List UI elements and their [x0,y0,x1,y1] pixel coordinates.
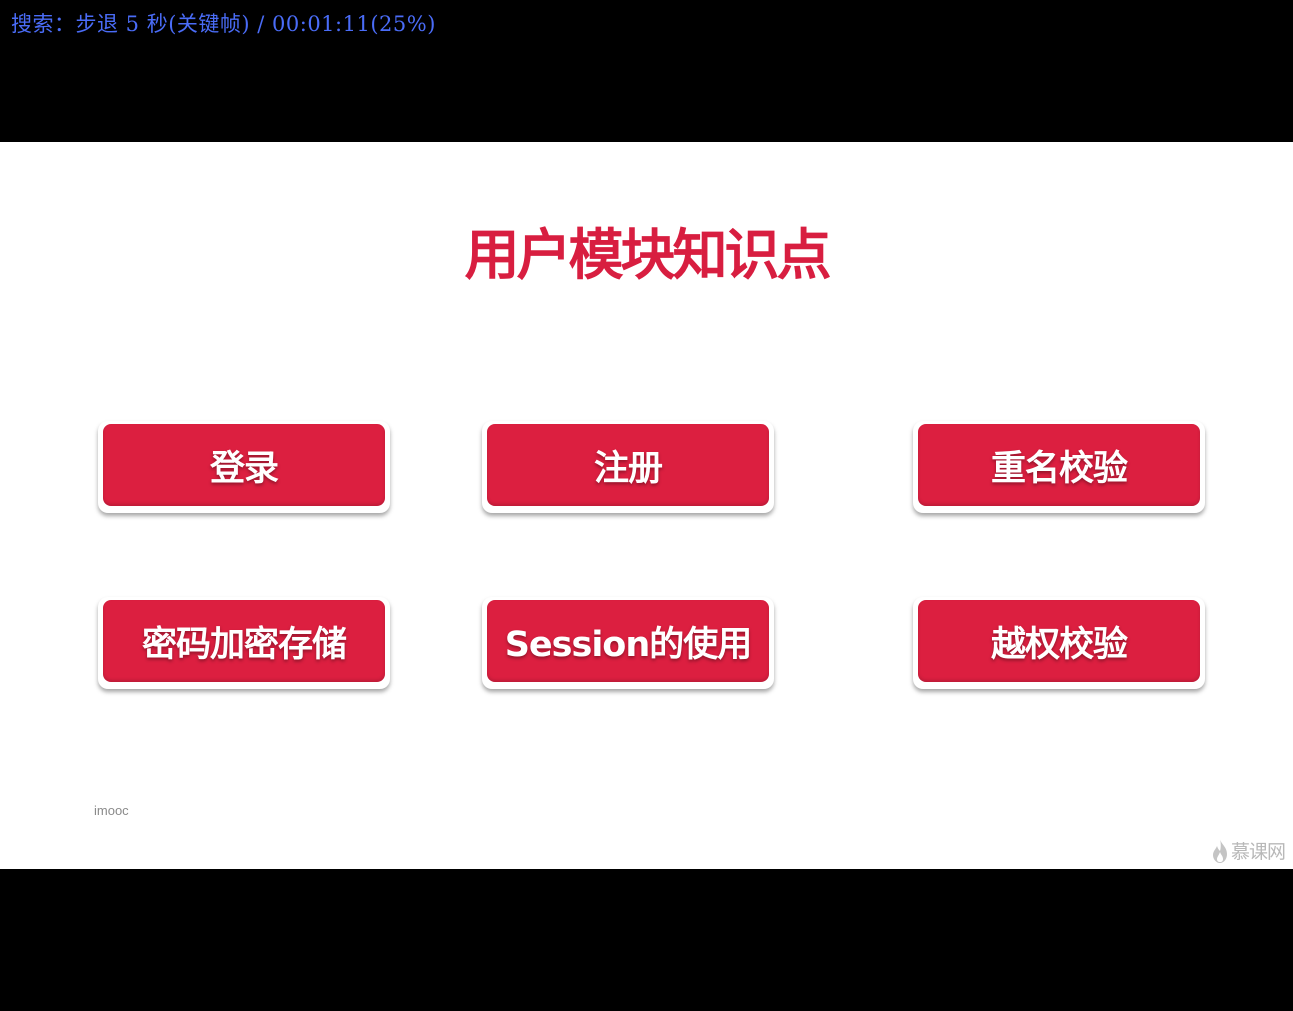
topic-card-register[interactable]: 注册 [482,421,774,513]
topic-card-label: 登录 [209,448,279,489]
footer-brand-text: imooc [94,803,129,818]
topic-card-face: 登录 [103,424,385,506]
topic-card-name-check[interactable]: 重名校验 [913,421,1205,513]
topic-card-label: 密码加密存储 [141,624,347,665]
slide-frame: 用户模块知识点 登录 注册 重名校验 密码加密存储 Session的使用 [0,142,1293,869]
slide-title: 用户模块知识点 [464,223,831,287]
topic-card-face: 越权校验 [918,600,1200,682]
topic-card-password-storage[interactable]: 密码加密存储 [98,597,390,689]
topic-card-login[interactable]: 登录 [98,421,390,513]
topic-card-face: 重名校验 [918,424,1200,506]
topic-card-label: 越权校验 [990,624,1128,665]
topic-card-face: 密码加密存储 [103,600,385,682]
topic-card-label: Session的使用 [504,624,753,665]
topic-card-privilege-check[interactable]: 越权校验 [913,597,1205,689]
topic-card-session[interactable]: Session的使用 [482,597,774,689]
watermark-text: 慕课网 [1230,841,1286,863]
seek-status-text: 搜索：步退 5 秒(关键帧) / 00:01:11(25%) [11,12,436,36]
watermark-logo: 慕课网 [1211,837,1286,864]
topic-card-label: 重名校验 [990,448,1128,489]
topic-card-label: 注册 [593,448,663,489]
topic-card-face: 注册 [487,424,769,506]
flame-icon [1211,838,1229,864]
topic-card-face: Session的使用 [487,600,769,682]
